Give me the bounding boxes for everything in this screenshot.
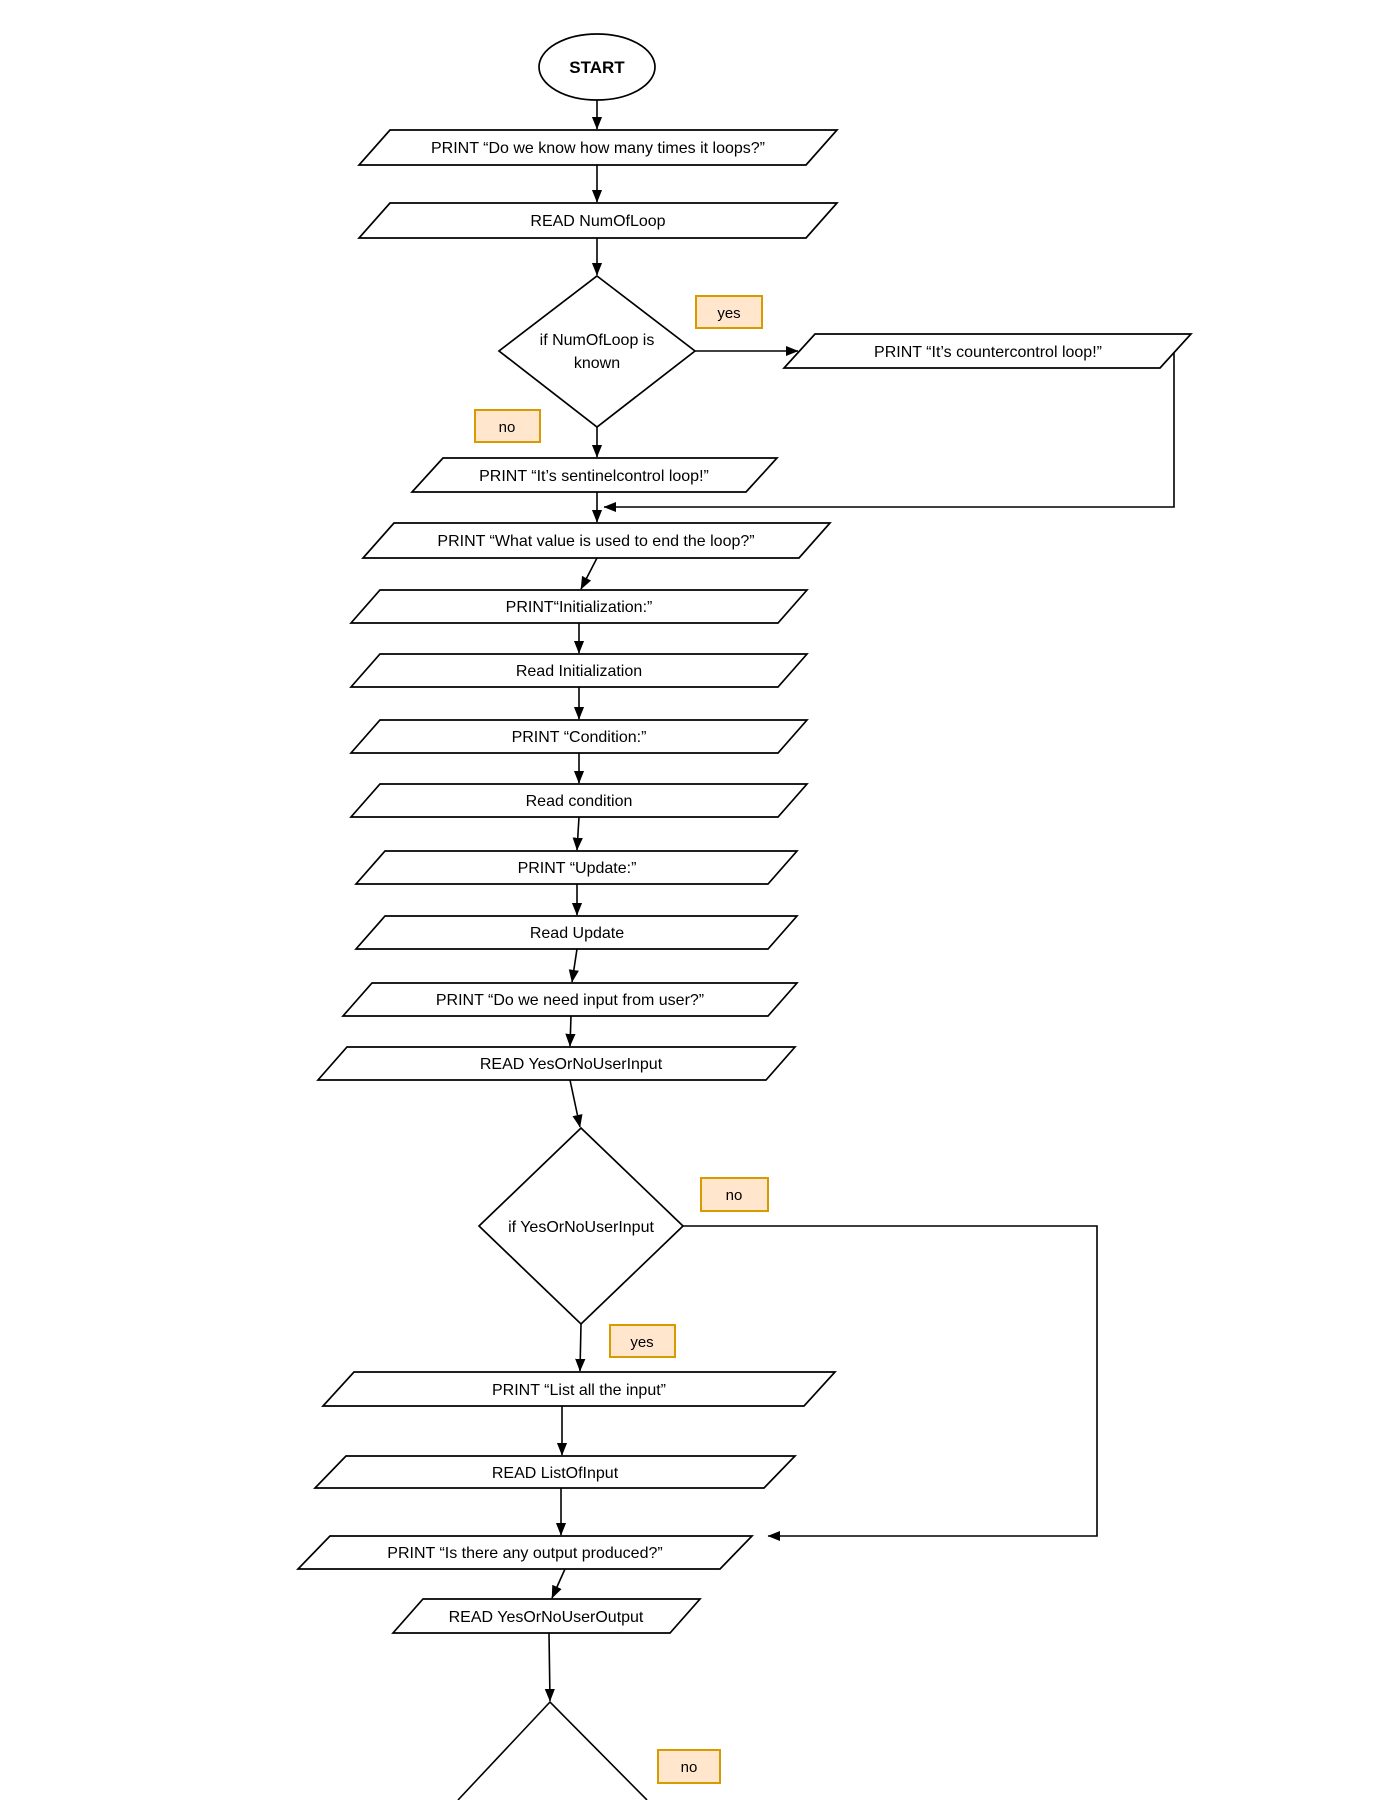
- io-read-condition-label: Read condition: [526, 793, 633, 810]
- no-branch-text: no: [726, 1187, 743, 1204]
- connector-need-input-to-read-yesorno-input: [565, 1015, 576, 1047]
- io-read-numofloop-shape: [357, 202, 839, 239]
- connector-read-yesorno-input-to-if-yesorno: [569, 1079, 583, 1128]
- node-read-listofinput: READ ListOfInput: [312, 1455, 798, 1489]
- io-print-output-produced-label: PRINT “Is there any output produced?”: [387, 1545, 662, 1562]
- decision-if-yesorno-input-shape: [477, 1126, 685, 1326]
- io-print-countercontrol-label: PRINT “It’s countercontrol loop!”: [874, 344, 1102, 361]
- node-print-update: PRINT “Update:”: [354, 850, 799, 885]
- node-if-numofloop: if NumOfLoop is known: [497, 274, 697, 429]
- connector-output-produced-to-read-yesorno-output: [551, 1568, 566, 1599]
- connector-if-yesorno-yes-to-list-input: [575, 1323, 586, 1372]
- no-branch-box: [657, 1749, 721, 1784]
- node-if-yesorno-input: if YesOrNoUserInput: [477, 1126, 685, 1326]
- io-print-need-input-shape: [341, 982, 799, 1017]
- io-print-output-produced-shape: [295, 1535, 755, 1570]
- io-print-need-input-label: PRINT “Do we need input from user?”: [436, 992, 704, 1009]
- branch-label-no-output: no: [657, 1749, 721, 1784]
- io-print-update-label: PRINT “Update:”: [518, 860, 637, 877]
- node-print-know-times: PRINT “Do we know how many times it loop…: [357, 129, 839, 166]
- decision-if-yesorno-input-label: if YesOrNoUserInput: [508, 1219, 654, 1236]
- io-read-listofinput-shape: [312, 1455, 798, 1489]
- io-read-initialization-label: Read Initialization: [516, 663, 642, 680]
- branch-label-no-userinput: no: [700, 1177, 769, 1212]
- connector-what-value-to-initialization: [580, 557, 598, 590]
- io-print-list-input-label: PRINT “List all the input”: [492, 1382, 666, 1399]
- node-print-need-input: PRINT “Do we need input from user?”: [341, 982, 799, 1017]
- node-start: START: [538, 33, 656, 101]
- node-print-what-value: PRINT “What value is used to end the loo…: [361, 522, 832, 559]
- node-read-numofloop: READ NumOfLoop: [357, 202, 839, 239]
- node-print-condition: PRINT “Condition:”: [349, 719, 809, 754]
- node-print-countercontrol: PRINT “It’s countercontrol loop!”: [782, 333, 1193, 369]
- io-read-yesorno-output-label: READ YesOrNoUserOutput: [449, 1609, 644, 1626]
- branch-label-yes-userinput: yes: [609, 1324, 676, 1358]
- io-print-sentinelcontrol-shape: [410, 457, 779, 493]
- node-print-list-input: PRINT “List all the input”: [321, 1371, 837, 1407]
- io-read-update-label: Read Update: [530, 925, 624, 942]
- no-branch-box: [700, 1177, 769, 1212]
- yes-branch-box: [695, 295, 763, 329]
- node-read-yesorno-input: READ YesOrNoUserInput: [316, 1046, 797, 1081]
- node-read-yesorno-output: READ YesOrNoUserOutput: [391, 1598, 702, 1634]
- io-read-listofinput-label: READ ListOfInput: [492, 1465, 619, 1482]
- start-label: START: [569, 58, 625, 77]
- io-print-countercontrol-shape: [782, 333, 1193, 369]
- branch-label-no-numofloop: no: [474, 409, 541, 443]
- yes-branch-text: yes: [630, 1334, 653, 1351]
- node-read-update: Read Update: [354, 915, 799, 950]
- io-print-know-times-shape: [357, 129, 839, 166]
- decision-if-output-partial-shape: [457, 1700, 648, 1800]
- branch-label-yes-numofloop: yes: [695, 295, 763, 329]
- connector-if-yesorno-no-feedback: [683, 1225, 1098, 1542]
- io-read-initialization-shape: [349, 653, 809, 688]
- io-print-what-value-shape: [361, 522, 832, 559]
- node-read-initialization: Read Initialization: [349, 653, 809, 688]
- io-read-yesorno-output-shape: [391, 1598, 702, 1634]
- io-print-list-input-shape: [321, 1371, 837, 1407]
- io-print-condition-label: PRINT “Condition:”: [512, 729, 647, 746]
- io-print-sentinelcontrol-label: PRINT “It’s sentinelcontrol loop!”: [479, 468, 709, 485]
- connector-read-yesorno-output-to-if-output: [544, 1632, 555, 1702]
- connector-read-condition-to-update: [572, 816, 583, 851]
- no-branch-box: [474, 409, 541, 443]
- node-if-output-partial: [457, 1700, 648, 1800]
- io-print-know-times-label: PRINT “Do we know how many times it loop…: [431, 140, 765, 157]
- io-print-initialization-label: PRINT“Initialization:”: [506, 599, 653, 616]
- start-terminator-shape: [538, 33, 656, 101]
- io-print-what-value-label: PRINT “What value is used to end the loo…: [437, 533, 754, 550]
- connector-countercontrol-feedback: [603, 352, 1175, 513]
- io-read-numofloop-label: READ NumOfLoop: [530, 213, 665, 230]
- node-print-initialization: PRINT“Initialization:”: [349, 589, 809, 624]
- no-branch-text: no: [499, 419, 516, 436]
- no-branch-text: no: [681, 1759, 698, 1776]
- io-print-initialization-shape: [349, 589, 809, 624]
- io-read-update-shape: [354, 915, 799, 950]
- io-read-condition-shape: [349, 783, 809, 818]
- node-read-condition: Read condition: [349, 783, 809, 818]
- yes-branch-text: yes: [717, 305, 740, 322]
- yes-branch-box: [609, 1324, 676, 1358]
- decision-if-numofloop-label-line1: if NumOfLoop is: [540, 332, 655, 349]
- decision-if-numofloop-shape: [497, 274, 697, 429]
- io-read-yesorno-input-shape: [316, 1046, 797, 1081]
- io-print-update-shape: [354, 850, 799, 885]
- decision-if-numofloop-label-line2: known: [574, 355, 620, 372]
- connector-read-update-to-need-input: [568, 948, 579, 983]
- node-print-sentinelcontrol: PRINT “It’s sentinelcontrol loop!”: [410, 457, 779, 493]
- io-print-condition-shape: [349, 719, 809, 754]
- node-print-output-produced: PRINT “Is there any output produced?”: [295, 1535, 755, 1570]
- io-read-yesorno-input-label: READ YesOrNoUserInput: [480, 1056, 663, 1073]
